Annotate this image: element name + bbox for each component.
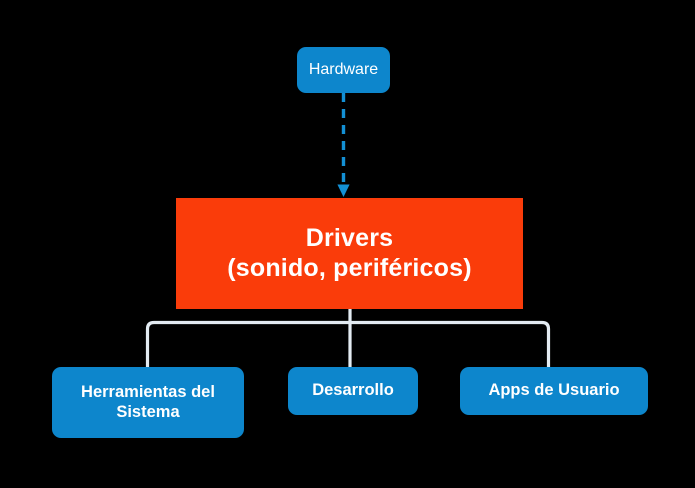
node-drivers-label-line1: Drivers xyxy=(305,224,394,252)
node-hardware-label: Hardware xyxy=(308,60,379,78)
node-desarrollo-label: Desarrollo xyxy=(312,381,394,400)
node-herramientas-label-line2: Sistema xyxy=(116,402,180,421)
node-herramientas-del-sistema[interactable]: Herramientas del Sistema xyxy=(52,367,244,438)
node-drivers-label: Drivers (sonido, periféricos) xyxy=(227,224,472,283)
arrowhead-down-icon xyxy=(337,184,350,197)
node-drivers[interactable]: Drivers (sonido, periféricos) xyxy=(176,198,523,309)
node-hardware[interactable]: Hardware xyxy=(297,47,390,93)
node-herramientas-label: Herramientas del Sistema xyxy=(81,383,215,422)
edge-drivers-to-children xyxy=(145,309,551,367)
node-apps-de-usuario[interactable]: Apps de Usuario xyxy=(460,367,648,415)
edge-hardware-to-drivers xyxy=(337,93,350,197)
node-herramientas-label-line1: Herramientas del xyxy=(81,383,215,402)
connector-branch-right xyxy=(350,320,551,367)
connector-branch-left xyxy=(145,320,350,367)
node-desarrollo[interactable]: Desarrollo xyxy=(288,367,418,415)
node-drivers-label-line2: (sonido, periféricos) xyxy=(227,253,472,282)
node-apps-label: Apps de Usuario xyxy=(488,381,620,400)
